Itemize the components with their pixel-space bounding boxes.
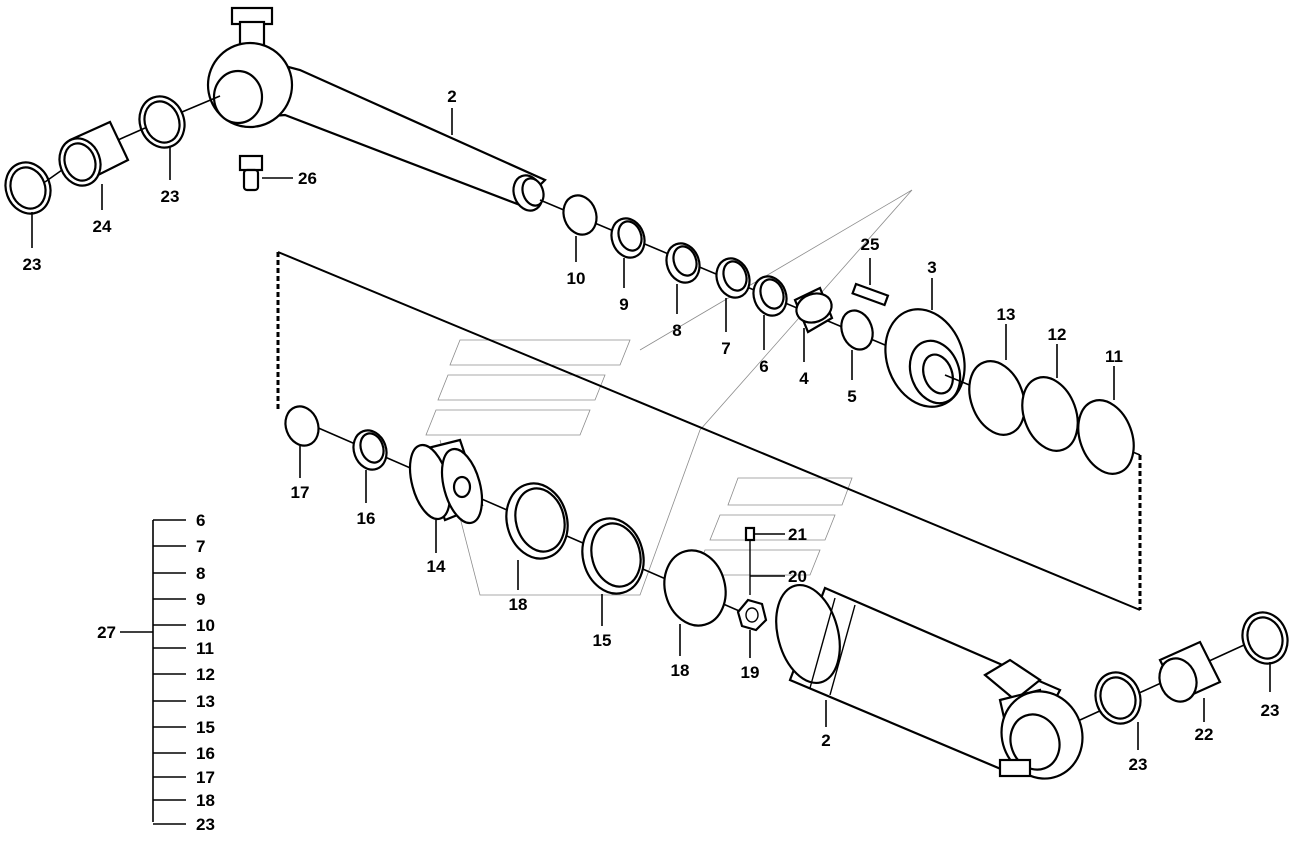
- callout-12: 12: [1048, 325, 1067, 344]
- callout-18-a: 18: [509, 595, 528, 614]
- cylinder-barrel-part: [775, 583, 1084, 780]
- kit-item-label: 18: [196, 791, 215, 810]
- kit-item-list: 6 7 8 9 10 11 12 13 15 16 17 18 23: [153, 511, 215, 834]
- callout-2-bottom: 2: [821, 731, 830, 750]
- cylinder-gland: [851, 282, 966, 408]
- kit-item-label: 23: [196, 815, 215, 834]
- callout-leaders: [31, 108, 1271, 750]
- kit-item-label: 12: [196, 665, 215, 684]
- callout-17: 17: [291, 483, 310, 502]
- rod-seal-stack: [539, 194, 886, 351]
- piston-rod-part: [206, 6, 547, 212]
- callout-5: 5: [847, 387, 856, 406]
- callout-23-c: 23: [1129, 755, 1148, 774]
- callout-7: 7: [721, 339, 730, 358]
- callout-14: 14: [427, 557, 446, 576]
- seal-kit-bracket: 27 6 7 8 9 10 11 12 13 15 16 17 18 23: [97, 511, 215, 834]
- kit-label-27: 27: [97, 623, 116, 642]
- assembly-frame: [276, 251, 1142, 611]
- callout-19: 19: [741, 663, 760, 682]
- kit-item-label: 13: [196, 692, 215, 711]
- callout-16: 16: [357, 509, 376, 528]
- kit-item-label: 7: [196, 537, 205, 556]
- callout-4: 4: [799, 369, 809, 388]
- callout-26: 26: [298, 169, 317, 188]
- kit-item-label: 10: [196, 616, 215, 635]
- callout-3: 3: [927, 258, 936, 277]
- callout-18-b: 18: [671, 661, 690, 680]
- kit-item-label: 11: [196, 639, 214, 658]
- callout-23-a: 23: [23, 255, 42, 274]
- callout-8: 8: [672, 321, 681, 340]
- gland-o-rings: [944, 360, 1141, 475]
- kit-item-label: 15: [196, 718, 215, 737]
- callout-24: 24: [93, 217, 112, 236]
- callout-6: 6: [759, 357, 768, 376]
- callout-2-top: 2: [447, 87, 456, 106]
- callout-labels: 2 26 23 24 23 10 9 8 7 6 4 5 25 3 13 12 …: [23, 87, 1280, 774]
- callout-25: 25: [861, 235, 880, 254]
- kit-item-label: 16: [196, 744, 215, 763]
- callout-13: 13: [997, 305, 1016, 324]
- callout-10: 10: [567, 269, 586, 288]
- callout-20: 20: [788, 567, 807, 586]
- callout-21: 21: [788, 525, 807, 544]
- callout-15: 15: [593, 631, 612, 650]
- callout-23-d: 23: [1261, 701, 1280, 720]
- kit-item-label: 17: [196, 768, 215, 787]
- callout-22: 22: [1195, 725, 1214, 744]
- callout-9: 9: [619, 295, 628, 314]
- barrel-end-seals: [1079, 611, 1289, 725]
- kit-item-label: 9: [196, 590, 205, 609]
- kit-item-label: 6: [196, 511, 205, 530]
- callout-23-b: 23: [161, 187, 180, 206]
- rod-end-seals: [4, 95, 221, 215]
- kit-item-label: 8: [196, 564, 205, 583]
- piston-assembly: [284, 405, 768, 632]
- watermark-logo: [425, 189, 913, 596]
- callout-11: 11: [1105, 347, 1123, 366]
